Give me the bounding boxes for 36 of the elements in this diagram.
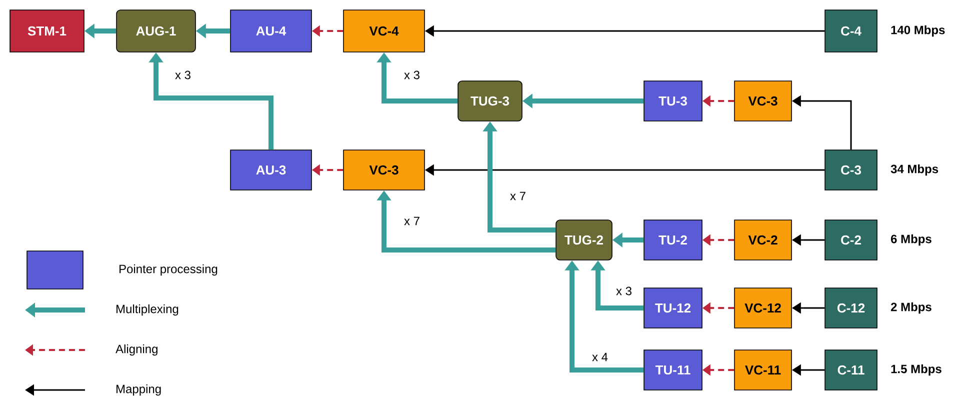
process-box: VC-12 xyxy=(734,288,792,328)
container-box: C-3 xyxy=(824,150,878,190)
process-box: VC-3 xyxy=(343,150,425,190)
legend-label: Pointer processing xyxy=(120,264,218,276)
container-box: C-4 xyxy=(824,10,878,52)
legend-label: Aligning xyxy=(116,344,158,356)
edge-label: x 3 xyxy=(403,70,421,80)
container-box: C-12 xyxy=(824,288,878,328)
process-box: AU-3 xyxy=(230,150,312,190)
process-box: STM-1 xyxy=(10,10,84,52)
container-box: C-2 xyxy=(824,220,878,260)
edge-label: x 4 xyxy=(591,352,610,362)
rate-label: 6 Mbps xyxy=(890,234,932,246)
process-box: TU-2 xyxy=(644,220,702,260)
process-box: AU-4 xyxy=(230,10,312,52)
process-box: VC-3 xyxy=(734,80,792,122)
legend-label: Mapping xyxy=(116,384,161,396)
container-box: C-11 xyxy=(824,350,878,390)
group-box: AUG-1 xyxy=(116,10,196,52)
process-box: VC-2 xyxy=(734,220,792,260)
process-box: TU-11 xyxy=(644,350,702,390)
process-box: TU-3 xyxy=(644,80,702,122)
edge-label: x 3 xyxy=(615,286,634,296)
group-box: TUG-3 xyxy=(458,80,522,122)
edge-label: x 7 xyxy=(403,216,421,226)
process-box: VC-4 xyxy=(343,10,425,52)
edge-label: x 7 xyxy=(509,190,527,202)
process-box: TU-12 xyxy=(644,288,702,328)
group-box: TUG-2 xyxy=(556,220,612,260)
rate-label: 140 Mbps xyxy=(891,25,945,37)
edge-label: x 3 xyxy=(174,70,192,80)
rate-label: 2 Mbps xyxy=(890,302,932,314)
rate-label: 34 Mbps xyxy=(890,164,938,176)
process-box: VC-11 xyxy=(734,350,792,390)
legend-label: Multiplexing xyxy=(116,304,178,316)
rate-label: 1.5 Mbps xyxy=(891,364,942,376)
